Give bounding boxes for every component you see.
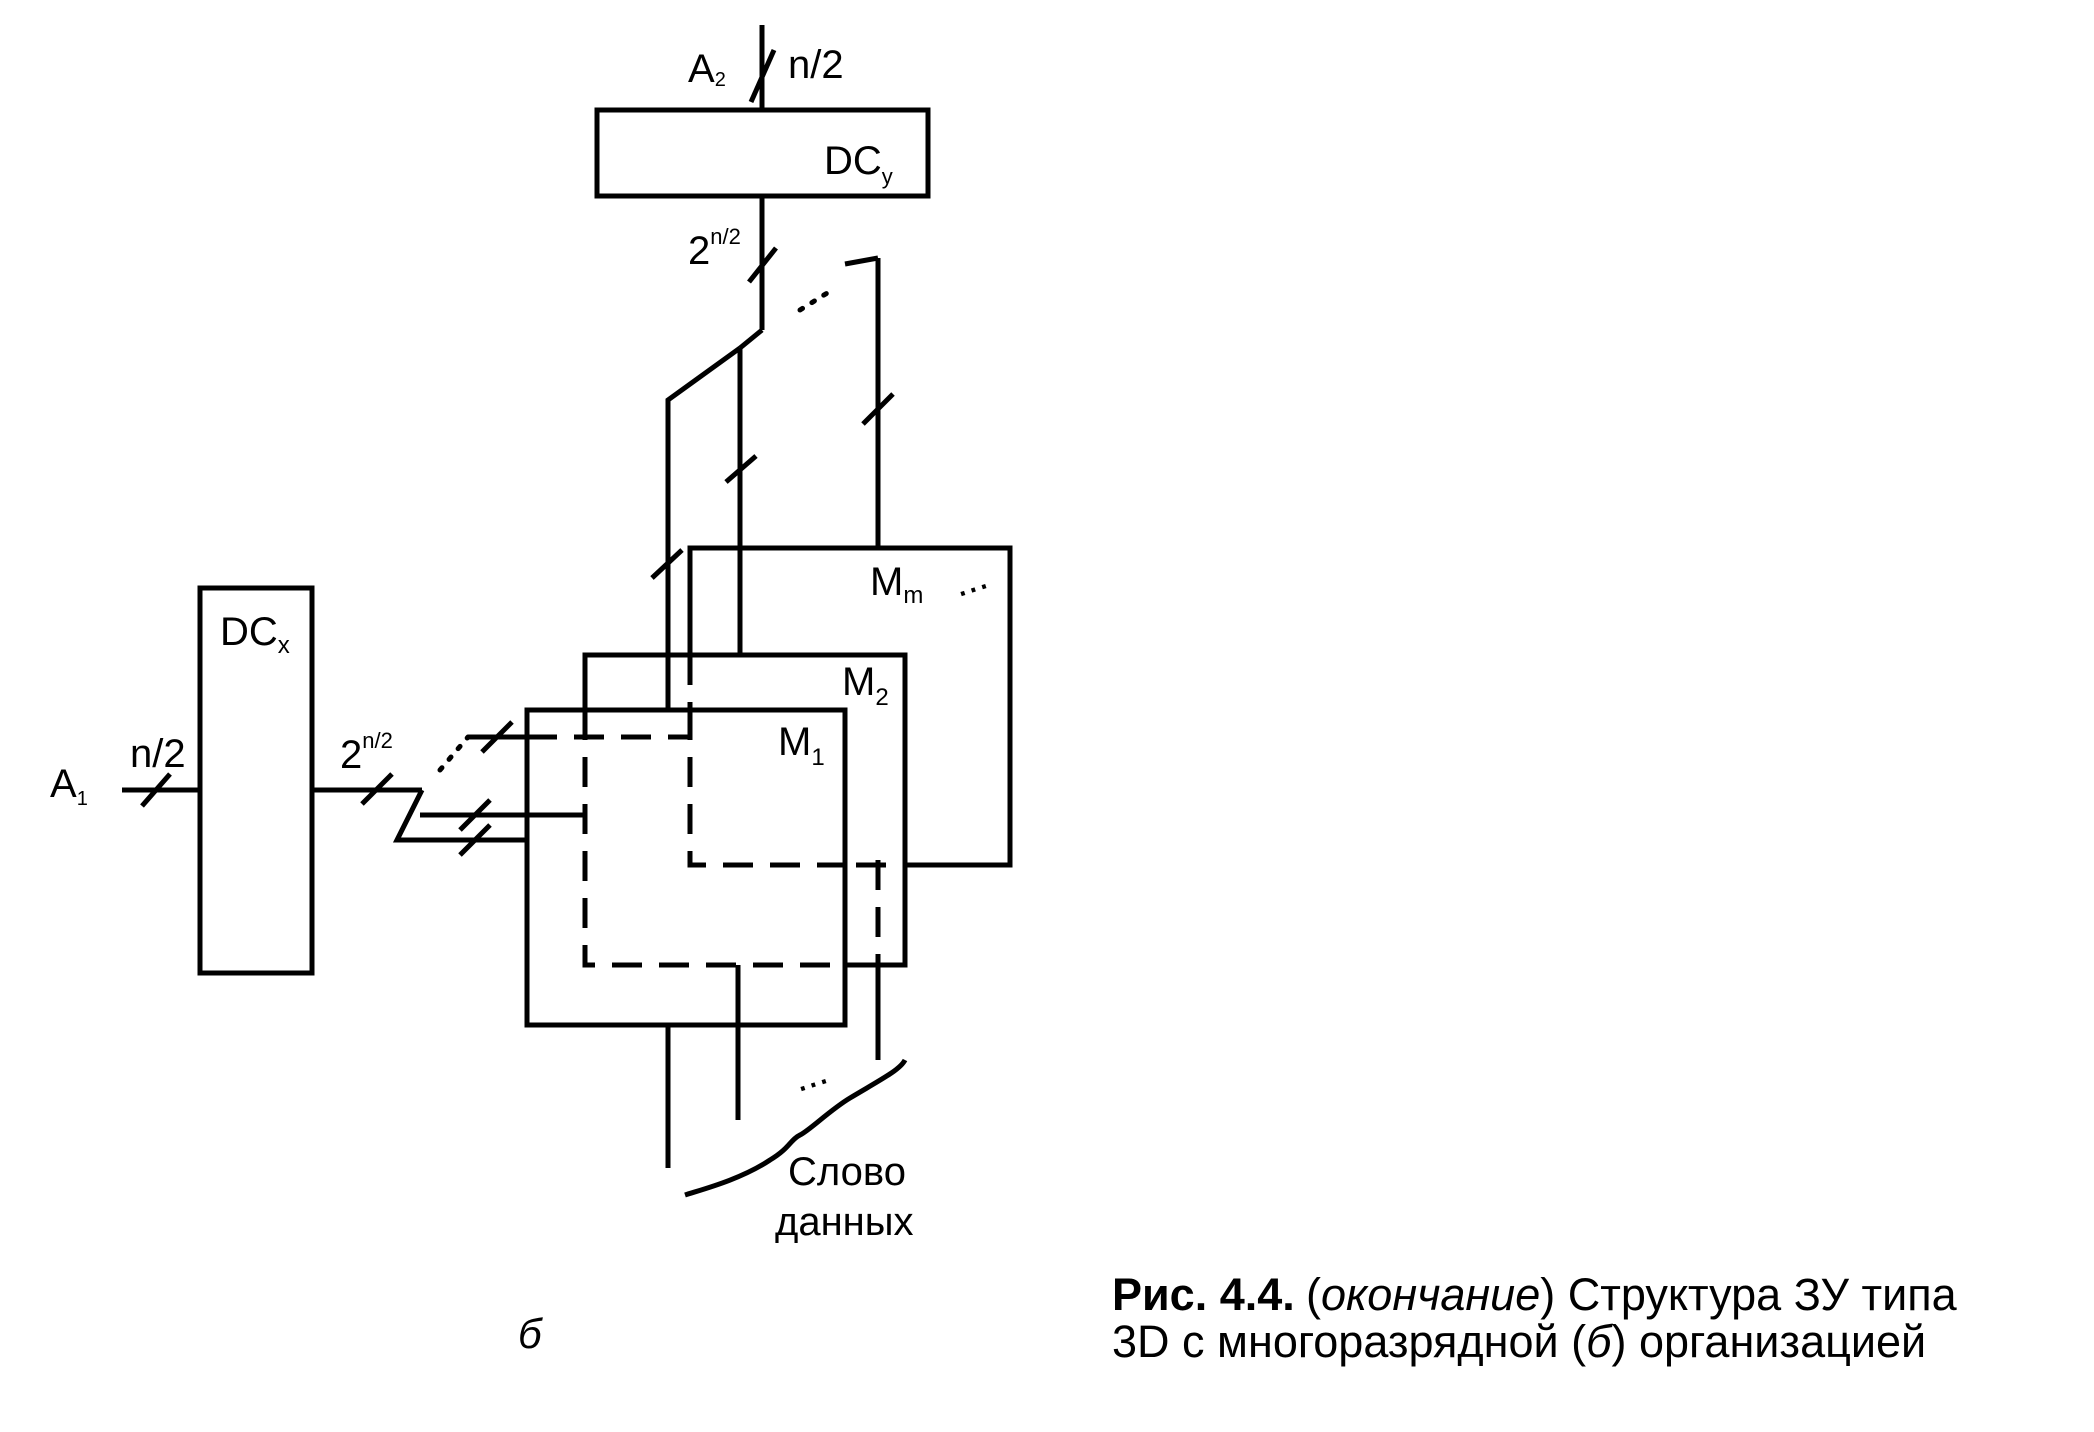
row-tick-m1 xyxy=(458,823,492,857)
caption-line2-a: 3D с многоразрядной ( xyxy=(1112,1316,1586,1367)
m1-label: M1 xyxy=(778,720,825,771)
row-tick-m2 xyxy=(458,798,492,832)
data-word-label-line1: Слово xyxy=(788,1150,906,1194)
caption-italic: окончание xyxy=(1321,1269,1540,1320)
caption-rest: ) Структура ЗУ типа xyxy=(1540,1269,1957,1320)
dcy-output-label: 2n/2 xyxy=(688,224,741,273)
mm-label: Mm xyxy=(870,560,923,609)
column-tick-m1 xyxy=(650,548,684,580)
column-tick-mm xyxy=(861,392,895,426)
variant-label: б xyxy=(518,1310,543,1357)
mm-hidden-inside-m1 xyxy=(687,710,845,868)
a2-width-label: n/2 xyxy=(788,43,844,87)
mm-dots: ... xyxy=(947,554,992,606)
dcx-output-label: 2n/2 xyxy=(340,728,393,777)
column-tick-m2 xyxy=(724,454,758,484)
a2-bus-tick xyxy=(748,48,777,104)
dcx-output-dots xyxy=(437,734,471,773)
data-word-label-line2: данных xyxy=(775,1200,914,1244)
caption-number: Рис. 4.4. xyxy=(1112,1269,1295,1320)
figure-caption-line2: 3D с многоразрядной (б) организацией xyxy=(1112,1316,1926,1367)
m2-plane-outline xyxy=(582,652,908,968)
a1-label: A1 xyxy=(50,762,88,810)
dcx-output-branch xyxy=(392,788,527,843)
caption-line2-b: ) организацией xyxy=(1611,1316,1926,1367)
m2-label: M2 xyxy=(842,660,889,711)
row-tick-mm xyxy=(480,720,514,754)
dcy-line-mm-top xyxy=(844,255,879,267)
dcx-label: DCx xyxy=(220,610,290,659)
data-out-dots: ... xyxy=(787,1049,832,1101)
column-line-m1 xyxy=(665,345,742,710)
dcy-output-branch xyxy=(738,328,764,350)
dcy-output-tick xyxy=(747,246,778,284)
a2-label: A2 xyxy=(688,47,726,91)
a1-bus-tick xyxy=(140,772,172,808)
figure-caption-line1: Рис. 4.4. (окончание) Структура ЗУ типа xyxy=(1112,1269,1958,1320)
m2-hidden-inside-m1 xyxy=(582,710,845,968)
caption-paren-open: ( xyxy=(1306,1269,1321,1320)
dcy-output-dots xyxy=(797,287,835,313)
a1-width-label: n/2 xyxy=(130,732,186,776)
data-word-brace xyxy=(684,1058,908,1198)
dcx-decoder-block xyxy=(197,585,315,976)
dcx-output-tick xyxy=(360,772,394,806)
dcy-decoder-block xyxy=(594,107,931,199)
mm-plane-outline xyxy=(687,545,1013,868)
dcy-label: DCy xyxy=(824,139,893,189)
caption-line2-italic: б xyxy=(1586,1316,1613,1367)
